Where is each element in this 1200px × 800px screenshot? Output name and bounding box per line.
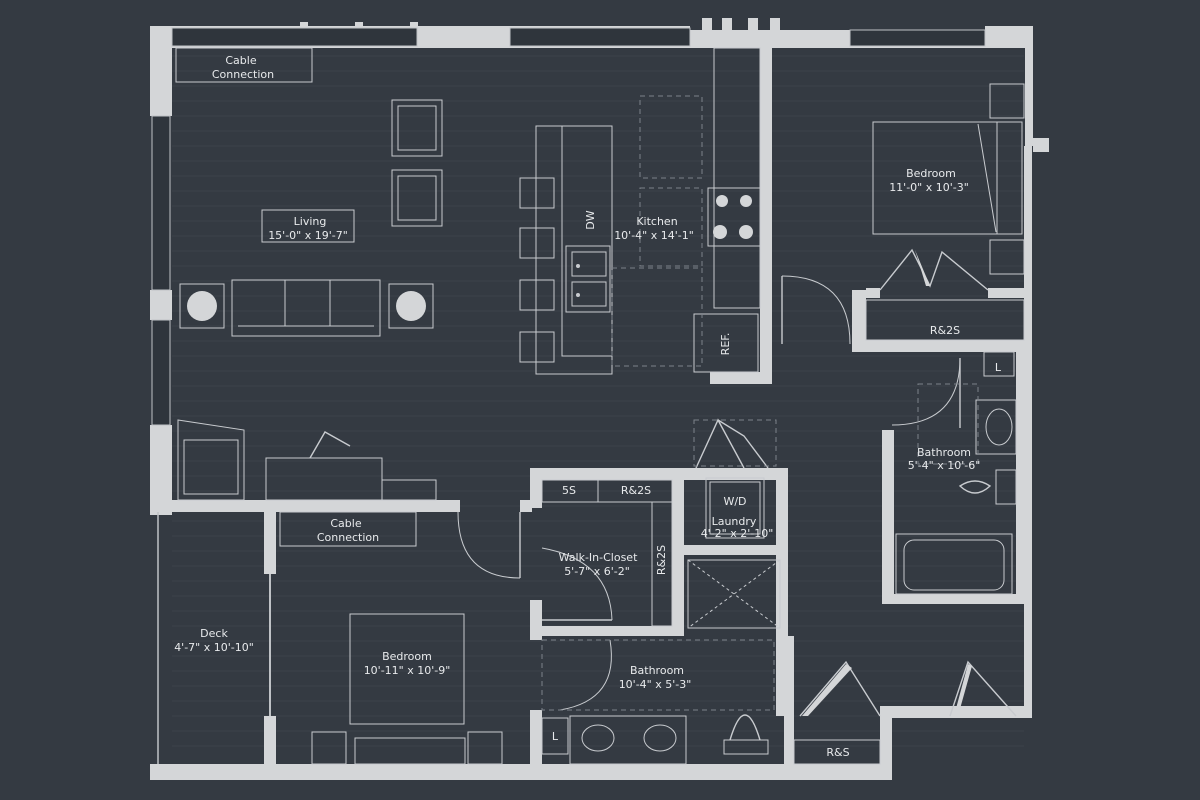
closet-main-label: R&2S — [930, 324, 960, 337]
bedroom-second-name: Bedroom — [382, 650, 432, 663]
bathroom-second-name: Bathroom — [630, 664, 684, 677]
cable-top-line1: Cable — [225, 54, 256, 67]
laundry-dims: 4'-2" x 2'-10" — [701, 527, 774, 540]
closet-side-label: R&2S — [655, 545, 668, 575]
living-name: Living — [294, 215, 327, 228]
fixtures — [175, 47, 1025, 765]
cable-top-line2: Connection — [212, 68, 274, 81]
closet-top-label: R&2S — [621, 484, 651, 497]
laundry-name: Laundry — [712, 515, 757, 528]
main-bath-linen-label: L — [995, 361, 1002, 374]
walk-in-closet-name: Walk-In-Closet — [559, 551, 638, 564]
floor-texture — [172, 55, 1024, 747]
walk-in-closet-dims: 5'-7" x 6'-2" — [564, 565, 630, 578]
bathroom-main-dims: 5'-4" x 10'-6" — [908, 459, 981, 472]
refrigerator-label: REF. — [719, 333, 732, 356]
bedroom-main-name: Bedroom — [906, 167, 956, 180]
bedroom-second-dims: 10'-11" x 10'-9" — [364, 664, 451, 677]
bathroom-main-name: Bathroom — [917, 446, 971, 459]
bedroom-main-dims: 11'-0" x 10'-3" — [889, 181, 969, 194]
dishwasher-label: DW — [584, 210, 597, 229]
cable-mid-line1: Cable — [330, 517, 361, 530]
hall-closet-label: R&S — [826, 746, 849, 759]
deck-name: Deck — [200, 627, 228, 640]
second-bath-linen-label: L — [552, 730, 559, 743]
walls — [150, 18, 1049, 780]
living-dims: 15'-0" x 19'-7" — [268, 229, 348, 242]
bathroom-second-dims: 10'-4" x 5'-3" — [619, 678, 692, 691]
deck-dims: 4'-7" x 10'-10" — [174, 641, 254, 654]
washer-dryer-label: W/D — [723, 495, 746, 508]
kitchen-dims: 10'-4" x 14'-1" — [614, 229, 694, 242]
closet-shelf-label: 5S — [562, 484, 576, 497]
cable-mid-line2: Connection — [317, 531, 379, 544]
kitchen-name: Kitchen — [636, 215, 677, 228]
labels: Cable Connection Living 15'-0" x 19'-7" … — [174, 54, 1002, 759]
